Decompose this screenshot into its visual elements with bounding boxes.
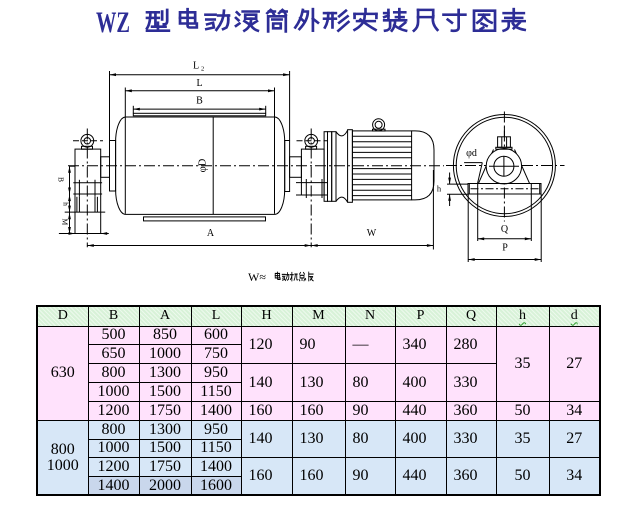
svg-text:2: 2 — [201, 66, 204, 73]
svg-text:WZ: WZ — [96, 6, 130, 39]
svg-text:φD: φD — [198, 158, 209, 172]
svg-text:B: B — [57, 177, 66, 182]
svg-text:L: L — [196, 78, 202, 89]
svg-text:h: h — [62, 202, 71, 206]
svg-text:W≈: W≈ — [248, 270, 266, 284]
svg-text:h: h — [437, 183, 442, 193]
svg-text:P: P — [502, 243, 508, 254]
svg-text:M: M — [60, 218, 69, 225]
svg-text:Q: Q — [501, 224, 509, 235]
svg-text:A: A — [207, 228, 215, 239]
svg-text:B: B — [196, 96, 203, 107]
svg-text:φd: φd — [466, 148, 477, 159]
svg-text:W: W — [367, 228, 377, 239]
svg-text:L: L — [193, 61, 199, 72]
